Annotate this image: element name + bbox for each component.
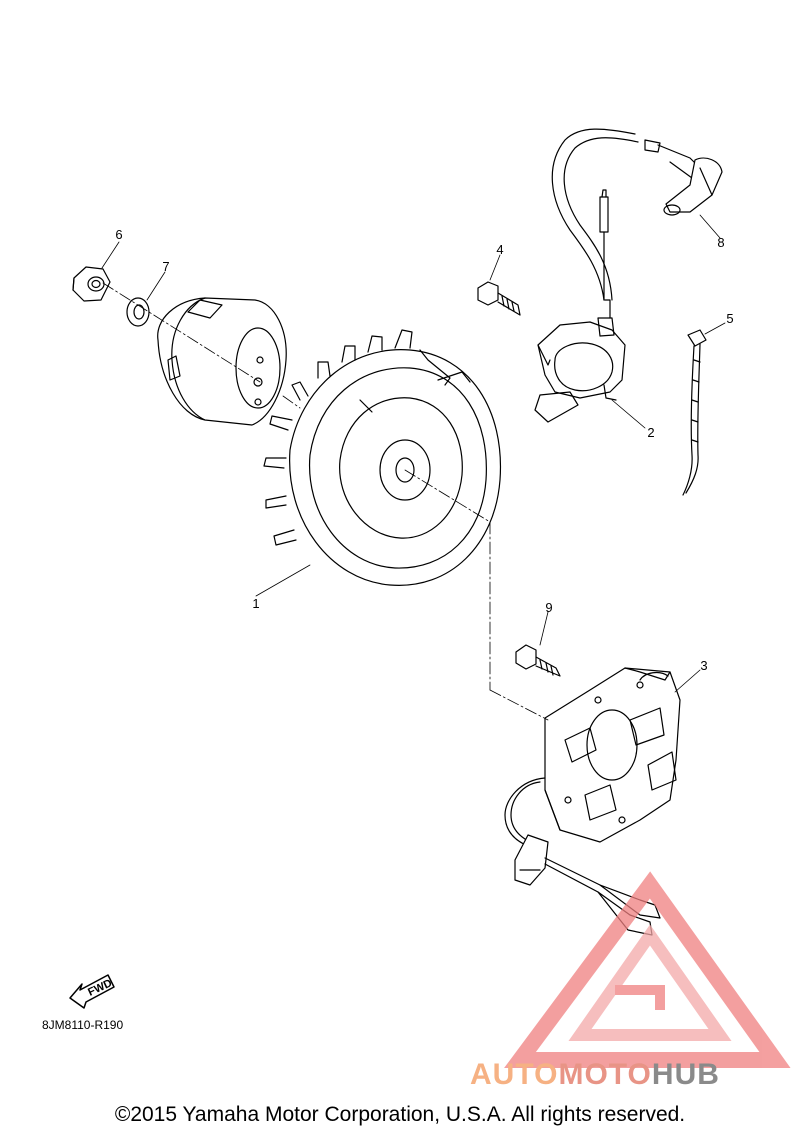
watermark-part-auto: AUTO: [470, 1058, 559, 1091]
watermark-part-moto: MOTO: [558, 1058, 652, 1091]
part-7-washer: [126, 297, 150, 327]
part-6-nut: [72, 266, 111, 302]
drawing-code: 8JM8110-R190: [42, 1018, 124, 1032]
callout-4: 4: [496, 242, 503, 257]
callout-9: 9: [545, 600, 552, 615]
leader-lines: [101, 214, 726, 693]
rotor-hub: [157, 297, 287, 426]
fwd-label: FWD: [86, 977, 114, 998]
copyright-notice: ©2015 Yamaha Motor Corporation, U.S.A. A…: [114, 1103, 686, 1126]
watermark-text: AUTOMOTOHUB: [470, 1058, 720, 1092]
callout-8: 8: [717, 235, 724, 250]
callout-6: 6: [115, 227, 122, 242]
callout-5: 5: [726, 311, 733, 326]
watermark-logo-icon: [504, 871, 791, 1068]
watermark-part-hub: HUB: [651, 1058, 720, 1091]
callout-1: 1: [252, 596, 259, 611]
part-1-flywheel: [263, 329, 502, 586]
part-5-cable-tie: [682, 329, 707, 496]
callout-2: 2: [647, 425, 654, 440]
part-9-bolt: [515, 644, 561, 677]
coil-wire-terminal: [599, 189, 609, 301]
part-4-bolt: [477, 281, 521, 316]
part-8-spark-plug-cap: [551, 128, 723, 301]
centerline: [102, 282, 549, 721]
callout-7: 7: [162, 259, 169, 274]
callout-3: 3: [700, 658, 707, 673]
part-2-ignition-coil: [534, 299, 626, 423]
part-3-stator: [544, 667, 681, 843]
fwd-arrow-icon: FWD: [69, 974, 115, 1009]
